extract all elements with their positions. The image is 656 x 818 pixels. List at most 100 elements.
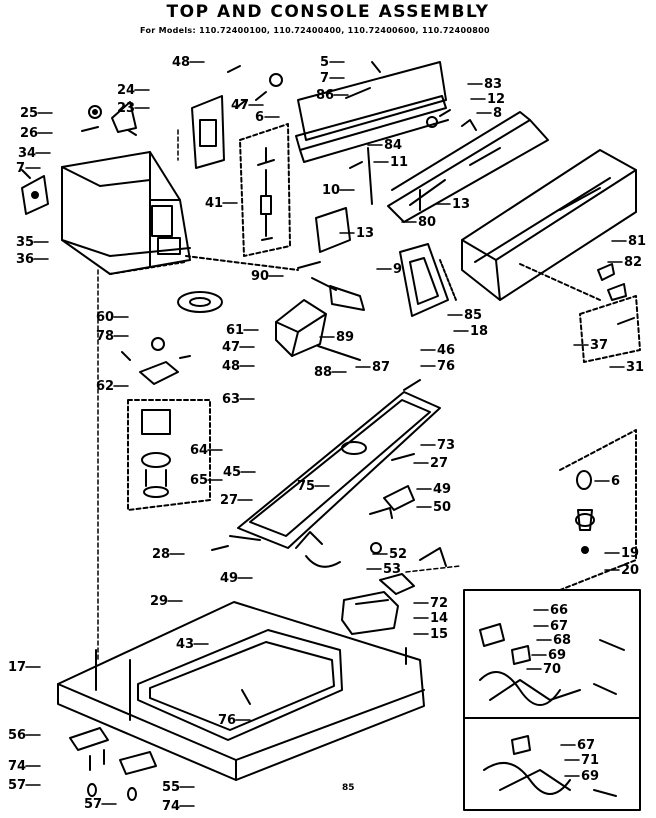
switch-assembly bbox=[185, 255, 365, 361]
part-callout-71: 71 bbox=[581, 753, 599, 768]
top-panel bbox=[57, 601, 425, 781]
part-callout-26: 26 bbox=[20, 126, 38, 141]
part-callout-63: 63 bbox=[222, 392, 240, 407]
part-callout-89: 89 bbox=[336, 330, 354, 345]
part-callout-52: 52 bbox=[389, 547, 407, 562]
part-callout-19: 19 bbox=[621, 546, 639, 561]
part-callout-60: 60 bbox=[96, 310, 114, 325]
part-callout-69a: 69 bbox=[548, 648, 566, 663]
part-callout-27b: 27 bbox=[220, 493, 238, 508]
callout-leaders bbox=[25, 61, 627, 807]
page-title: TOP AND CONSOLE ASSEMBLY bbox=[166, 2, 490, 22]
model-numbers: For Models: 110.72400100, 110.72400400, … bbox=[140, 26, 490, 35]
part-callout-84: 84 bbox=[384, 138, 402, 153]
part-callout-48b: 48 bbox=[222, 359, 240, 374]
part-callout-48a: 48 bbox=[172, 55, 190, 70]
part-callout-72: 72 bbox=[430, 596, 448, 611]
wiring-harness bbox=[463, 589, 641, 811]
part-callout-36: 36 bbox=[16, 252, 34, 267]
part-callout-80: 80 bbox=[418, 215, 436, 230]
lid-hinges bbox=[69, 727, 157, 801]
part-callout-7b: 7 bbox=[320, 71, 329, 86]
lid-assembly bbox=[229, 379, 441, 549]
part-callout-67b: 67 bbox=[577, 738, 595, 753]
motor-stack bbox=[121, 291, 223, 511]
part-callout-62: 62 bbox=[96, 379, 114, 394]
part-callout-88: 88 bbox=[314, 365, 332, 380]
part-callout-49b: 49 bbox=[220, 571, 238, 586]
console-backsplash bbox=[387, 109, 637, 301]
part-callout-6b: 6 bbox=[611, 474, 620, 489]
hinge-parts bbox=[211, 485, 415, 568]
part-callout-5: 5 bbox=[320, 55, 329, 70]
part-callout-76a: 76 bbox=[437, 359, 455, 374]
part-callout-53: 53 bbox=[383, 562, 401, 577]
part-callout-17: 17 bbox=[8, 660, 26, 675]
part-callout-10: 10 bbox=[322, 183, 340, 198]
part-callout-6a: 6 bbox=[255, 110, 264, 125]
part-callout-13b: 13 bbox=[452, 197, 470, 212]
part-callout-87: 87 bbox=[372, 360, 390, 375]
part-callout-47b: 47 bbox=[222, 340, 240, 355]
console-panel bbox=[295, 61, 449, 163]
part-callout-37: 37 bbox=[590, 338, 608, 353]
part-callout-35: 35 bbox=[16, 235, 34, 250]
part-callout-75: 75 bbox=[297, 479, 315, 494]
part-callout-11: 11 bbox=[390, 155, 408, 170]
part-callout-18: 18 bbox=[470, 324, 488, 339]
part-callout-57b: 57 bbox=[84, 797, 102, 812]
part-callout-34: 34 bbox=[18, 146, 36, 161]
part-callout-74b: 74 bbox=[162, 799, 180, 814]
part-callout-82: 82 bbox=[624, 255, 642, 270]
part-callout-23: 23 bbox=[117, 101, 135, 116]
part-callout-65: 65 bbox=[190, 473, 208, 488]
part-callout-24: 24 bbox=[117, 83, 135, 98]
part-callout-43: 43 bbox=[176, 637, 194, 652]
part-callout-15: 15 bbox=[430, 627, 448, 642]
part-callout-86: 86 bbox=[316, 88, 334, 103]
part-callout-27a: 27 bbox=[430, 456, 448, 471]
timer-assembly bbox=[191, 65, 291, 257]
part-callout-12: 12 bbox=[487, 92, 505, 107]
part-callout-47a: 47 bbox=[231, 98, 249, 113]
part-callout-46: 46 bbox=[437, 343, 455, 358]
part-callout-31: 31 bbox=[626, 360, 644, 375]
part-callout-45: 45 bbox=[223, 465, 241, 480]
part-callout-68: 68 bbox=[553, 633, 571, 648]
part-callout-13a: 13 bbox=[356, 226, 374, 241]
part-callout-90: 90 bbox=[251, 269, 269, 284]
part-callout-81: 81 bbox=[628, 234, 646, 249]
part-callout-25: 25 bbox=[20, 106, 38, 121]
part-callout-41: 41 bbox=[205, 196, 223, 211]
part-callout-14: 14 bbox=[430, 611, 448, 626]
part-callout-57a: 57 bbox=[8, 778, 26, 793]
part-callout-55: 55 bbox=[162, 780, 180, 795]
part-callout-56: 56 bbox=[8, 728, 26, 743]
part-callout-64: 64 bbox=[190, 443, 208, 458]
right-small-parts bbox=[519, 263, 641, 363]
part-callout-20: 20 bbox=[621, 563, 639, 578]
panel-bracket bbox=[315, 147, 457, 317]
part-callout-9: 9 bbox=[393, 262, 402, 277]
part-callout-76b: 76 bbox=[218, 713, 236, 728]
part-callout-74a: 74 bbox=[8, 759, 26, 774]
part-callout-78: 78 bbox=[96, 329, 114, 344]
part-callout-28: 28 bbox=[152, 547, 170, 562]
control-housing bbox=[61, 151, 191, 275]
part-callout-83: 83 bbox=[484, 77, 502, 92]
knob-assembly bbox=[559, 429, 637, 591]
part-callout-67a: 67 bbox=[550, 619, 568, 634]
part-callout-7a: 7 bbox=[16, 161, 25, 176]
part-callout-69b: 69 bbox=[581, 769, 599, 784]
part-callout-29: 29 bbox=[150, 594, 168, 609]
part-callout-66: 66 bbox=[550, 603, 568, 618]
part-callout-73: 73 bbox=[437, 438, 455, 453]
part-callout-8: 8 bbox=[493, 106, 502, 121]
part-callout-50: 50 bbox=[433, 500, 451, 515]
lid-switch bbox=[341, 547, 447, 635]
part-callout-70: 70 bbox=[543, 662, 561, 677]
part-callout-49a: 49 bbox=[433, 482, 451, 497]
left-small-parts bbox=[21, 101, 137, 215]
